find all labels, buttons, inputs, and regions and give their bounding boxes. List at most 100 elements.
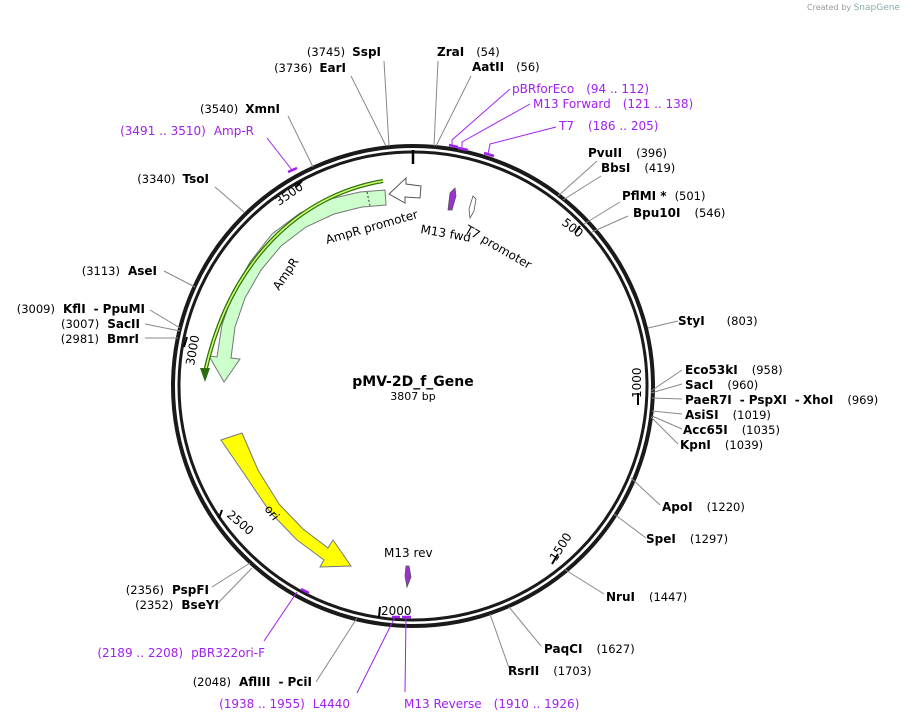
leader-eco53ki: [650, 369, 683, 392]
site-name: ZraI: [437, 45, 464, 59]
site-name: RsrII: [508, 664, 539, 678]
primer-range: (3491 .. 3510): [120, 124, 206, 138]
credit-brand: SnapGene: [853, 3, 900, 13]
leader-sacii: [144, 323, 181, 332]
leader-tsoi: [214, 186, 245, 213]
site-pos: (2356): [126, 583, 164, 597]
site-label-paqci: PaqCI(1627): [544, 642, 635, 656]
site-sep: -: [94, 302, 99, 316]
site-name: AflIII: [239, 675, 271, 689]
site-label-paer7i: PaeR7I-PspXI-XhoI(969): [685, 393, 878, 407]
primer-range: (1910 .. 1926): [494, 697, 580, 711]
site-label-zrai: ZraI(54): [437, 45, 500, 59]
tick-mark: [218, 509, 223, 519]
site-name: SpeI: [646, 532, 676, 546]
leader-bseyi: [217, 567, 253, 604]
site-label-asisi: AsiSI (1019): [685, 408, 771, 422]
site-label-kpni: KpnI(1039): [680, 438, 763, 452]
site-label-kfli: (3009)KflI-PpuMI: [17, 302, 145, 316]
ampr-primer-arrow-head: [200, 368, 210, 382]
primer-label-pbrforeco: pBRforEco(94 .. 112): [512, 82, 649, 96]
site-name: PaeR7I: [685, 393, 732, 407]
site-label-asei: (3113)AseI: [82, 264, 157, 278]
tick-label: 3000: [183, 334, 202, 367]
tick-label: 2000: [381, 604, 412, 618]
tick-mark: [183, 336, 188, 348]
leader-xmni: [287, 115, 314, 168]
leader-afliii: [315, 617, 358, 683]
tick-mark: [295, 180, 303, 188]
site-label-bmri: (2981) BmrI: [61, 332, 139, 346]
site-label-pflmi: PflMI *(501): [622, 189, 706, 203]
ampr-primer-band-inner: [204, 180, 384, 373]
site-pos: (960): [727, 378, 758, 392]
primer-line-m13-reverse: [404, 616, 407, 693]
primer-bind-pbr322ori-f: [300, 587, 310, 595]
primer-name: pBR322ori-F: [191, 646, 265, 660]
primer-line-l4440: [356, 616, 396, 694]
ori-arrow: [220, 432, 352, 568]
site-label-eari: (3736)EarI: [274, 61, 346, 75]
leader-nrui: [563, 568, 605, 595]
leader-styi: [647, 320, 679, 329]
ampr-arrow: [208, 189, 387, 383]
site-label-acc65i: Acc65I (1035): [683, 423, 780, 437]
site-label-xmni: (3540)XmnI: [200, 102, 280, 116]
tick-label: 500: [559, 215, 586, 240]
primer-line-pbr322ori-f: [263, 591, 298, 642]
site-name: PspXI: [749, 393, 787, 407]
site-label-tsoi: (3340)TsoI: [137, 172, 209, 186]
primer-name: pBRforEco: [512, 82, 574, 96]
site-name: PvuII: [588, 146, 622, 160]
site-name: XhoI: [803, 393, 834, 407]
primer-range: (186 .. 205): [588, 119, 658, 133]
leader-eari: [350, 75, 387, 147]
primer-bind-pbrforeco: [448, 143, 459, 149]
tick-label: 1000: [630, 367, 644, 398]
tick-label: 2500: [224, 508, 256, 538]
tick-label: 3500: [273, 179, 306, 208]
site-name: Eco53kI: [685, 363, 738, 377]
site-pos: (3007): [61, 317, 99, 331]
leader-apoi: [630, 477, 661, 506]
leader-bpu10i: [591, 215, 629, 233]
site-pos: (969): [847, 393, 878, 407]
site-name: BbsI: [601, 161, 630, 175]
site-pos: (3009): [17, 302, 55, 316]
primer-name: L4440: [313, 697, 350, 711]
site-pos: (3340): [137, 172, 175, 186]
site-name: StyI: [678, 314, 705, 328]
primer-bind-t7: [483, 151, 495, 158]
feature-label-t7-promoter: T7 promoter: [462, 222, 534, 272]
site-sep: -: [795, 393, 800, 407]
tick-group: [183, 180, 639, 618]
site-name: KpnI: [680, 438, 711, 452]
primer-lines: [263, 88, 557, 694]
m13-rev-arrow: [404, 565, 412, 589]
site-name: SspI: [352, 45, 381, 59]
site-label-apoi: ApoI(1220): [662, 500, 745, 514]
site-pos: (1019): [733, 408, 771, 422]
site-pos: (1035): [742, 423, 780, 437]
site-name: Acc65I: [683, 423, 728, 437]
leader-pvuii: [557, 160, 598, 197]
site-name: PpuMI: [103, 302, 145, 316]
site-pos: (2981): [61, 332, 99, 346]
primer-range: (2189 .. 2208): [97, 646, 183, 660]
site-name: SacI: [685, 378, 713, 392]
leader-sspi: [383, 60, 390, 147]
primer-name: M13 Forward: [533, 97, 611, 111]
primer-label-l4440: (1938 .. 1955)L4440: [219, 697, 350, 711]
site-name: BmrI: [107, 332, 139, 346]
primer-label-amp-r: (3491 .. 3510)Amp-R: [120, 124, 254, 138]
site-label-pspfi: (2356)PspFI: [126, 583, 209, 597]
site-label-bbsi: BbsI(419): [601, 161, 675, 175]
leader-asei: [163, 270, 196, 288]
tick-mark: [551, 553, 559, 565]
site-name: AsiSI: [685, 408, 719, 422]
site-name: PflMI *: [622, 189, 667, 203]
site-pos: (1220): [707, 500, 745, 514]
site-name: PciI: [288, 675, 313, 689]
site-label-eco53ki: Eco53kI(958): [685, 363, 783, 377]
leader-acc65i: [651, 415, 683, 430]
